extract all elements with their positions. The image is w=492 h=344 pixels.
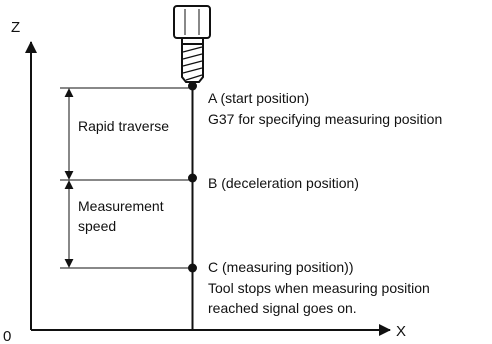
origin-label: 0 xyxy=(3,328,11,344)
measurement-speed-label-line1: Measurement xyxy=(78,198,164,214)
rapid-traverse-label: Rapid traverse xyxy=(78,118,169,134)
point-a-note: G37 for specifying measuring position xyxy=(208,111,442,127)
point-a xyxy=(188,81,197,91)
point-c-note-line2: reached signal goes on. xyxy=(208,300,357,316)
tool-icon xyxy=(173,5,211,83)
point-a-label: A (start position) xyxy=(208,90,309,106)
point-c xyxy=(188,263,197,273)
point-b xyxy=(188,173,197,183)
measurement-speed-label-line2: speed xyxy=(78,218,116,234)
x-axis-label: X xyxy=(396,323,406,340)
z-axis-label: Z xyxy=(11,19,20,36)
point-c-label: C (measuring position)) xyxy=(208,259,354,275)
rapid-label-backdrop xyxy=(76,116,188,136)
point-c-note-line1: Tool stops when measuring position xyxy=(208,280,430,296)
point-b-label: B (deceleration position) xyxy=(208,175,359,191)
